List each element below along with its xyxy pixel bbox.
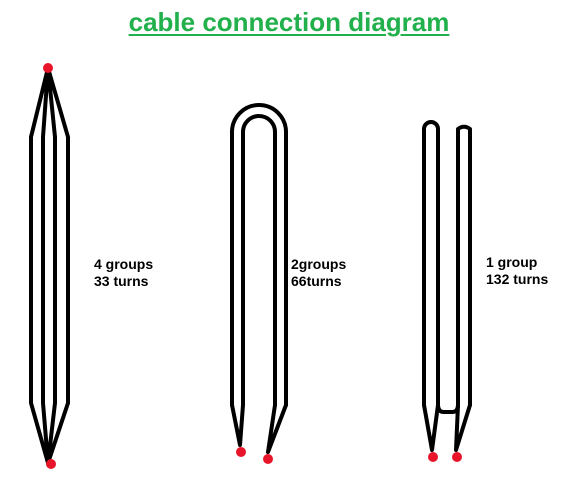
- lead-wires: [230, 403, 288, 454]
- group-count-text: 1 group: [486, 254, 538, 270]
- outer-loop-wire: [230, 103, 288, 407]
- diagram-title: cable connection diagram: [128, 7, 450, 37]
- inner-loop-wire: [241, 114, 277, 407]
- terminal-bottom: [46, 459, 56, 469]
- terminal-left: [236, 447, 246, 457]
- group-count-text: 2groups: [291, 256, 347, 272]
- series-winding-wire: [422, 120, 472, 414]
- terminal-right: [263, 454, 273, 464]
- config-label-1-group: 1 group 132 turns: [486, 254, 548, 288]
- lead-wires: [422, 403, 472, 452]
- one-group-cable: [422, 120, 472, 462]
- terminal-left: [428, 452, 438, 462]
- turn-count-text: 132 turns: [486, 271, 549, 287]
- two-group-cable: [230, 103, 288, 464]
- parallel-wires: [29, 66, 70, 465]
- config-label-2-groups: 2groups 66turns: [291, 256, 346, 290]
- four-group-cable: [29, 63, 70, 469]
- turn-count-text: 66turns: [291, 273, 342, 289]
- terminal-right: [452, 452, 462, 462]
- turn-count-text: 33 turns: [94, 273, 149, 289]
- group-count-text: 4 groups: [94, 256, 154, 272]
- terminal-top: [43, 63, 53, 73]
- config-label-4-groups: 4 groups 33 turns: [94, 256, 153, 290]
